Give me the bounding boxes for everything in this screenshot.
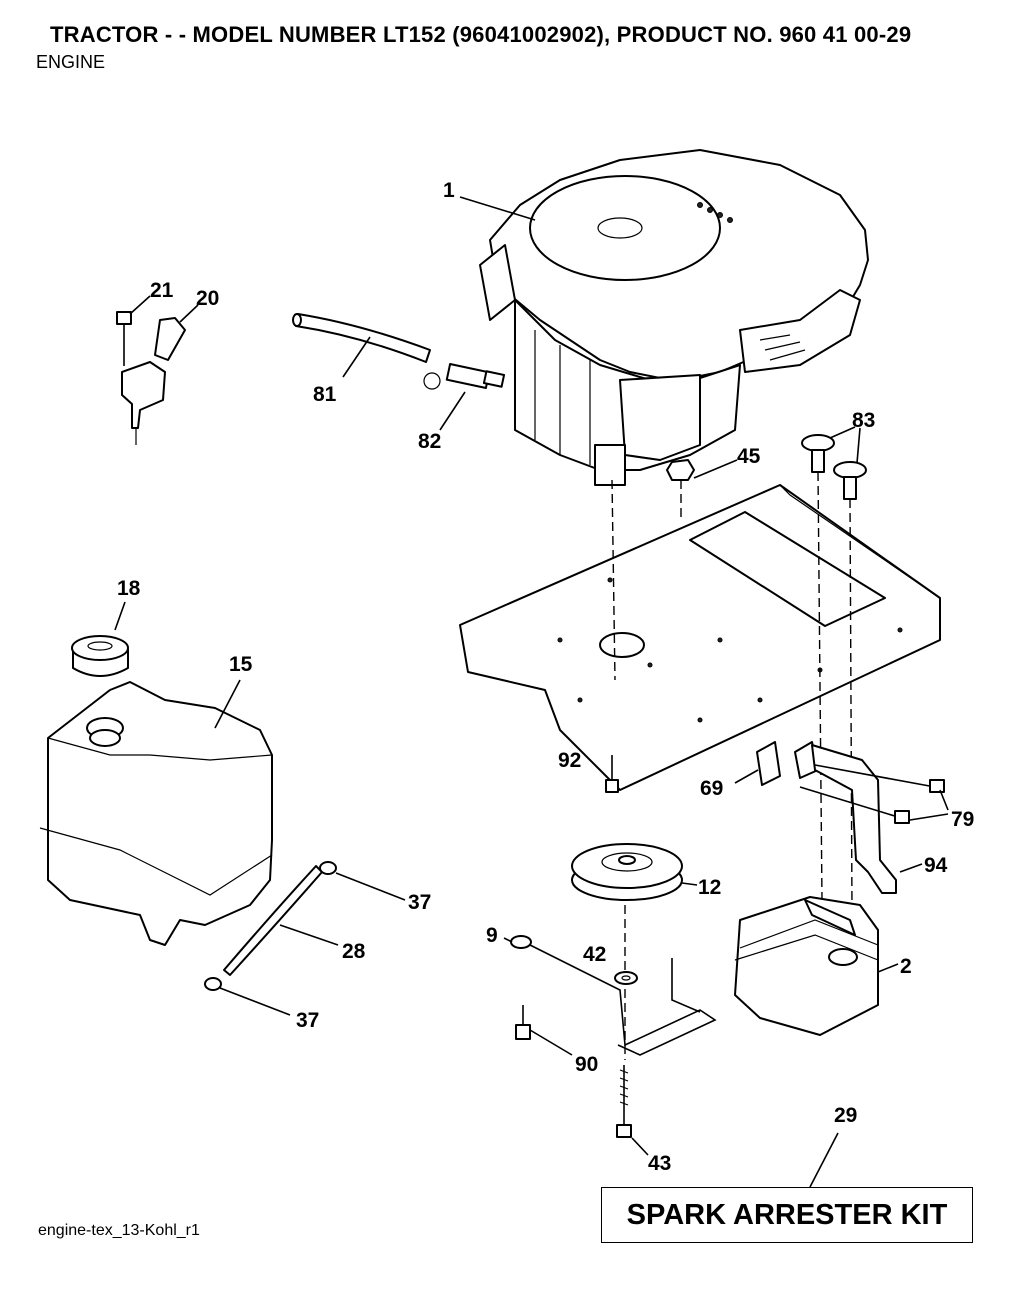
callout-9: 9: [486, 924, 498, 947]
hose-part[interactable]: [292, 313, 431, 378]
callout-83: 83: [852, 409, 875, 432]
hose-clamp-part[interactable]: [204, 861, 406, 1016]
callout-81: 81: [313, 383, 337, 406]
callout-20: 20: [196, 287, 219, 310]
bolt-pulley-part[interactable]: [616, 1065, 649, 1156]
callout-1: 1: [443, 179, 455, 202]
bracket-muffler-part[interactable]: [503, 935, 717, 1056]
screw-exhaust-part[interactable]: [799, 764, 949, 824]
callout-79: 79: [951, 808, 974, 831]
pulley-part[interactable]: [571, 843, 698, 901]
fuel-cap-part[interactable]: [71, 601, 129, 677]
page-subtitle: ENGINE: [36, 52, 106, 72]
nut-part[interactable]: [666, 459, 738, 481]
callout-37-lower: 37: [296, 1009, 319, 1032]
callout-37-upper: 37: [408, 891, 431, 914]
muffler-part[interactable]: [734, 896, 899, 1036]
fuel-tank-part[interactable]: [39, 679, 273, 946]
engine-part[interactable]: [459, 149, 869, 486]
callout-2: 2: [900, 955, 912, 978]
spark-arrester-kit-label: SPARK ARRESTER KIT: [601, 1187, 973, 1243]
callout-94: 94: [924, 854, 948, 877]
spark-arrester-leader: [809, 1132, 839, 1188]
callout-45: 45: [737, 445, 761, 468]
callout-43: 43: [648, 1152, 671, 1175]
throttle-control-part[interactable]: [121, 304, 199, 445]
callout-28: 28: [342, 940, 366, 963]
fitting-part[interactable]: [423, 363, 506, 431]
bolt-engine-mount-part[interactable]: [801, 426, 867, 500]
screw-bracket-part[interactable]: [515, 1005, 573, 1056]
callout-69: 69: [700, 777, 723, 800]
callout-18: 18: [117, 577, 141, 600]
callout-15: 15: [229, 653, 253, 676]
callout-92: 92: [558, 749, 581, 772]
bolt-frame-part[interactable]: [605, 755, 619, 793]
gasket-exhaust-part[interactable]: [734, 741, 819, 786]
callout-21: 21: [150, 279, 174, 302]
callout-82: 82: [418, 430, 441, 453]
callout-90: 90: [575, 1053, 598, 1076]
screw-throttle-part[interactable]: [116, 295, 151, 366]
callout-12: 12: [698, 876, 721, 899]
washer-part[interactable]: [614, 971, 638, 985]
page-title: TRACTOR - - MODEL NUMBER LT152 (96041002…: [50, 22, 912, 47]
callout-29: 29: [834, 1104, 857, 1127]
drawing-id: engine-tex_13-Kohl_r1: [38, 1222, 200, 1239]
fuel-line-part[interactable]: [223, 865, 339, 976]
callout-42: 42: [583, 943, 606, 966]
frame-plate: [459, 484, 941, 791]
